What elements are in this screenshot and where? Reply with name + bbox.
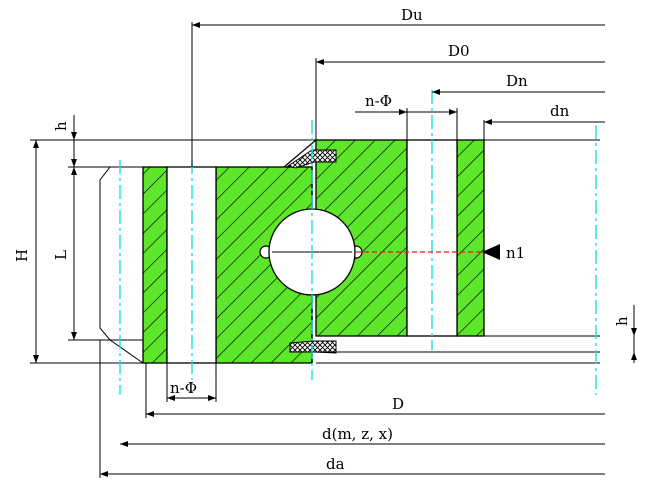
- nphi-top-label: n-Φ: [365, 92, 392, 110]
- nphi-top-arrow-left-icon: [399, 109, 407, 115]
- h-top-label: h: [52, 121, 70, 131]
- bottom-seal: [289, 340, 337, 354]
- h-top-arrow-icon: [71, 132, 77, 140]
- inner-ring-chamfer-outline: [99, 166, 143, 341]
- bottom-dimensions: n-Φ D d(m, z, x) da: [99, 340, 605, 478]
- d-label: D: [392, 395, 404, 413]
- h-right-arrow-bottom-icon: [631, 352, 637, 360]
- dmzx-arrow-icon: [120, 441, 128, 447]
- n1-arrow-icon: [482, 244, 500, 260]
- du-arrow-icon: [192, 22, 200, 28]
- l-arrow-top-icon: [71, 167, 77, 175]
- da-label: da: [326, 455, 345, 473]
- h-right-label: h: [613, 316, 631, 326]
- dn-lower-arrow-icon: [484, 119, 492, 125]
- outer-ring-right-wall: [456, 139, 485, 337]
- top-dimensions: Du D0 Dn dn n-Φ: [191, 6, 605, 167]
- h-right-arrow-top-icon: [631, 328, 637, 336]
- h-total-arrow-top-icon: [33, 140, 39, 148]
- h-top-arrow-2-icon: [71, 159, 77, 167]
- nphi-bottom-arrow-right-icon: [208, 395, 216, 401]
- top-seal-lip: [283, 139, 317, 168]
- d0-arrow-icon: [316, 59, 324, 65]
- inner-ring-chamfer-diag: [109, 339, 144, 364]
- l-arrow-bottom-icon: [71, 332, 77, 340]
- nphi-bottom-arrow-left-icon: [167, 395, 175, 401]
- d-arrow-icon: [146, 411, 154, 417]
- h-total-label: H: [13, 249, 31, 262]
- n1-label: n1: [506, 244, 525, 262]
- h-total-arrow-bottom-icon: [33, 355, 39, 363]
- nphi-top-arrow-right-icon: [449, 109, 457, 115]
- dn-upper-arrow-icon: [432, 89, 440, 95]
- nphi-bottom-label: n-Φ: [170, 379, 197, 397]
- dn-lower-label: dn: [550, 102, 570, 120]
- right-h-dimension: h: [613, 305, 637, 363]
- l-label: L: [52, 250, 70, 260]
- du-label: Du: [401, 6, 423, 24]
- d0-label: D0: [448, 42, 470, 60]
- da-arrow-icon: [100, 471, 108, 477]
- left-dimensions: H L h: [13, 115, 77, 363]
- inner-ring-left-wall: [142, 166, 168, 364]
- dn-upper-label: Dn: [506, 72, 528, 90]
- dmzx-label: d(m, z, x): [322, 425, 393, 443]
